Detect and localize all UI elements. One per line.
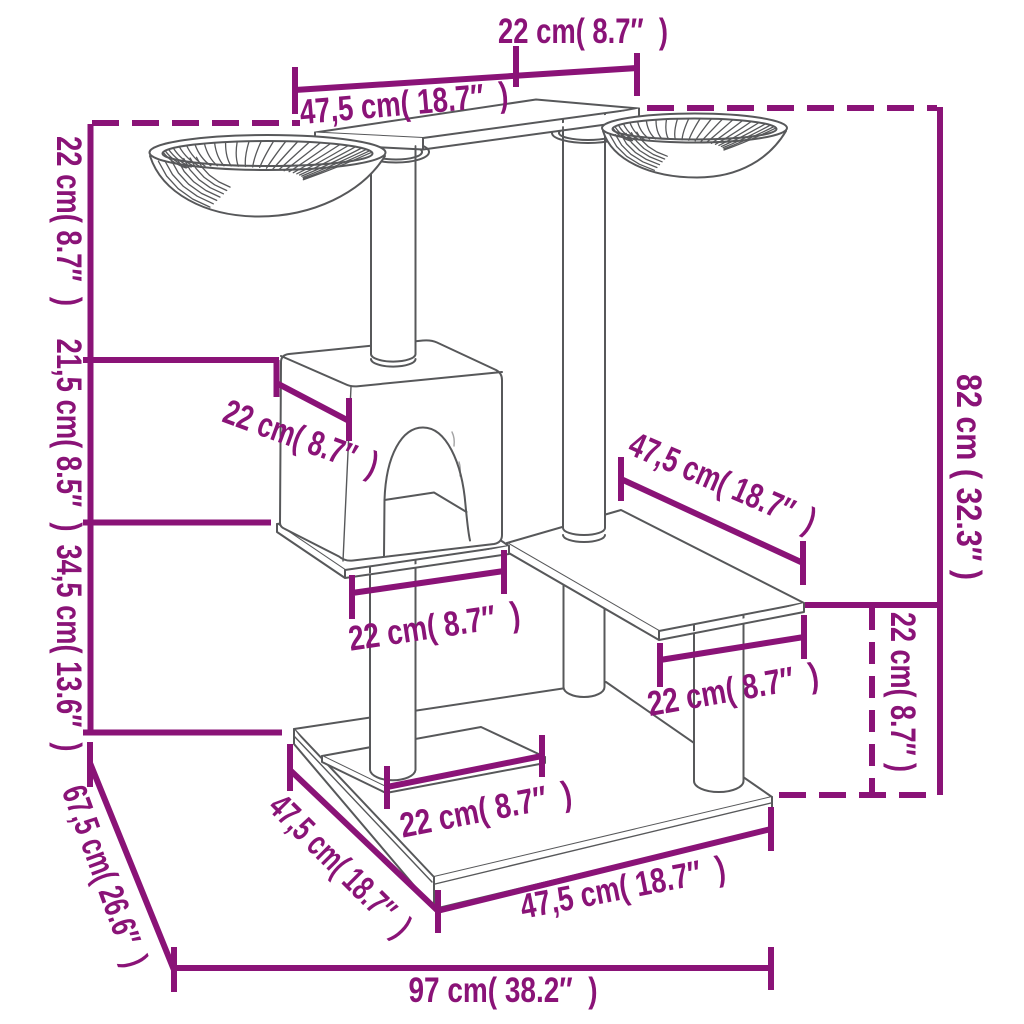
svg-text:97 cm( 38.2″ ): 97 cm( 38.2″ ) [409, 971, 598, 1010]
svg-text:22 cm( 8.7″ ): 22 cm( 8.7″ ) [49, 136, 88, 306]
svg-text:34,5 cm( 13.6″ ): 34,5 cm( 13.6″ ) [49, 545, 88, 752]
svg-text:82 cm ( 32.3″ ): 82 cm ( 32.3″ ) [949, 374, 988, 580]
svg-text:22 cm( 8.7″ ): 22 cm( 8.7″ ) [883, 612, 922, 772]
svg-text:22 cm( 8.7″ ): 22 cm( 8.7″ ) [498, 12, 668, 51]
svg-text:21,5 cm( 8.5″ ): 21,5 cm( 8.5″ ) [49, 339, 88, 532]
